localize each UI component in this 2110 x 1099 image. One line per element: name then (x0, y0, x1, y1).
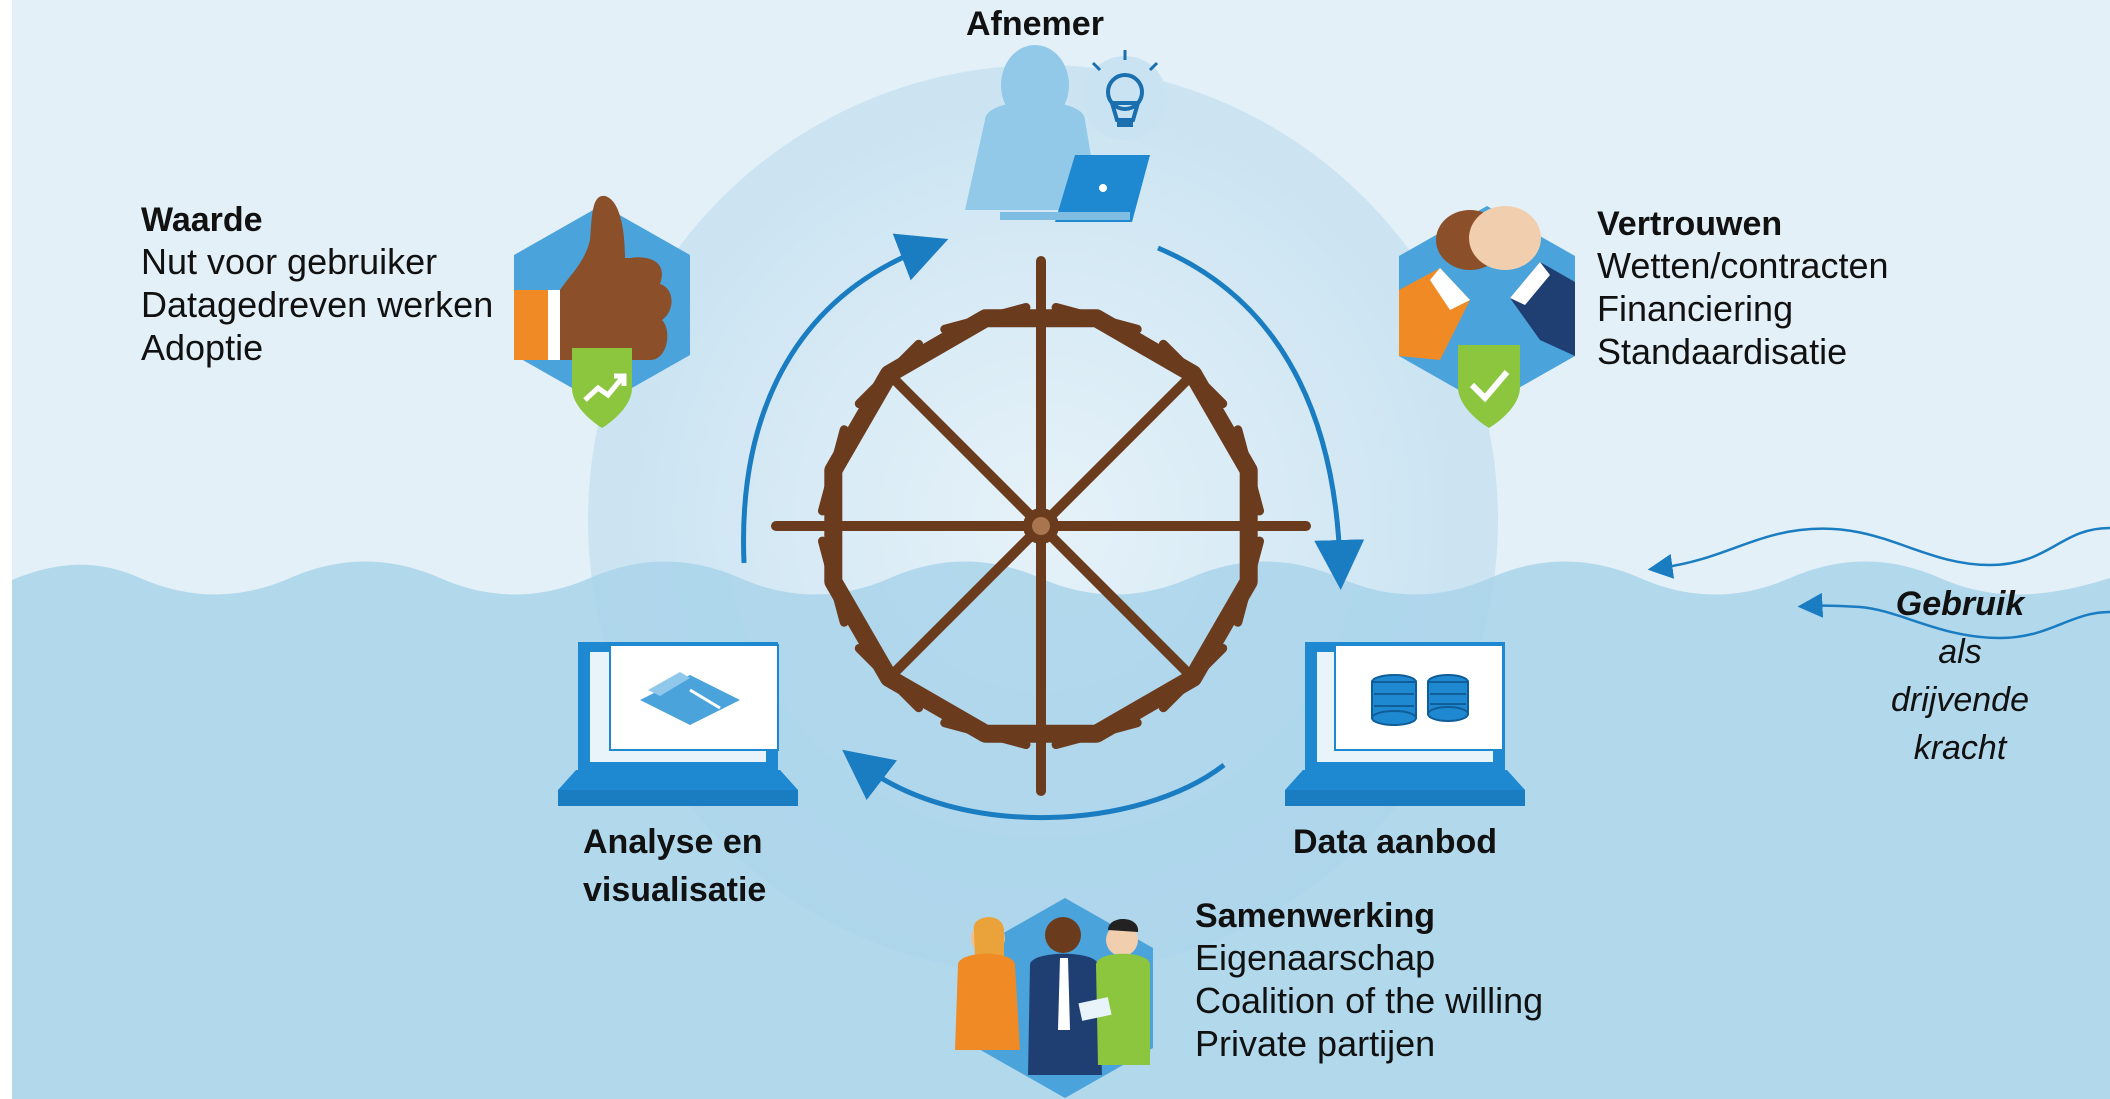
handshake-icon (1399, 206, 1575, 406)
wheel-paddle (1158, 643, 1228, 713)
data-aanbod-title: Data aanbod (1293, 823, 1498, 861)
wheel-spoke (883, 521, 1046, 684)
wheel-paddle (940, 302, 1031, 334)
team-people-icon (955, 898, 1153, 1098)
water-wheel (771, 256, 1311, 796)
wheel-spoke (883, 368, 1046, 531)
analyse-block: Analyse en visualisatie (583, 818, 766, 914)
vertrouwen-item-1: Wetten/contracten (1597, 245, 1889, 286)
analyse-line-1: Analyse en (583, 823, 763, 861)
current-line-bottom (1797, 592, 2110, 640)
afnemer-title: Afnemer (966, 5, 1104, 43)
thumbs-up-icon (514, 195, 690, 405)
waarde-title: Waarde (141, 201, 263, 239)
laptop-map-icon (558, 642, 798, 806)
wheel-paddle (817, 425, 849, 516)
vertrouwen-item-3: Standaardisatie (1597, 331, 1848, 372)
vertrouwen-item-2: Financiering (1597, 288, 1794, 329)
gebruik-line-2: drijvende (1891, 681, 2029, 719)
water-surface (12, 561, 2110, 1099)
vertrouwen-title: Vertrouwen (1597, 205, 1783, 243)
analyse-line-2: visualisatie (583, 871, 767, 909)
cycle-arrow-bottom (842, 749, 1226, 821)
samenwerking-item-2: Coalition of the willing (1195, 980, 1544, 1021)
wheel-spoke (1036, 368, 1199, 531)
left-edge (0, 0, 12, 1099)
gebruik-block: Gebruik als drijvende kracht (1860, 580, 2060, 772)
wheel-paddle (854, 339, 924, 409)
gebruik-line-1: als (1938, 633, 1982, 671)
gebruik-line-3: kracht (1913, 729, 2007, 767)
person-laptop-icon (965, 45, 1167, 222)
wheel-paddle (1051, 718, 1142, 750)
wheel-paddle (1233, 536, 1265, 627)
vertrouwen-block: Vertrouwen Wetten/contracten Financierin… (1597, 204, 1889, 373)
wheel-hub-center (1032, 517, 1050, 535)
waarde-item-3: Adoptie (141, 327, 264, 368)
wheel-paddle (940, 718, 1031, 750)
waarde-item-1: Nut voor gebruiker (141, 241, 438, 282)
samenwerking-block: Samenwerking Eigenaarschap Coalition of … (1195, 896, 1543, 1065)
wheel-paddle (854, 643, 924, 713)
cycle-arrow-right (1157, 245, 1365, 590)
samenwerking-item-1: Eigenaarschap (1195, 937, 1436, 978)
gebruik-bold: Gebruik (1895, 585, 2025, 623)
wheel-paddle (1233, 425, 1265, 516)
shield-trend-icon (572, 348, 632, 428)
wheel-paddle (1158, 339, 1228, 409)
laptop-database-icon (1285, 642, 1525, 806)
wheel-spoke (1036, 521, 1199, 684)
wheel-paddle (1051, 302, 1142, 334)
samenwerking-item-3: Private partijen (1195, 1023, 1436, 1064)
wheel-paddle (817, 536, 849, 627)
current-line-top (1647, 526, 2110, 579)
waarde-block: Waarde Nut voor gebruiker Datagedreven w… (141, 200, 493, 369)
shield-check-icon (1458, 345, 1520, 428)
samenwerking-title: Samenwerking (1195, 897, 1435, 935)
cycle-arrow-left (741, 233, 949, 564)
waarde-item-2: Datagedreven werken (141, 284, 494, 325)
